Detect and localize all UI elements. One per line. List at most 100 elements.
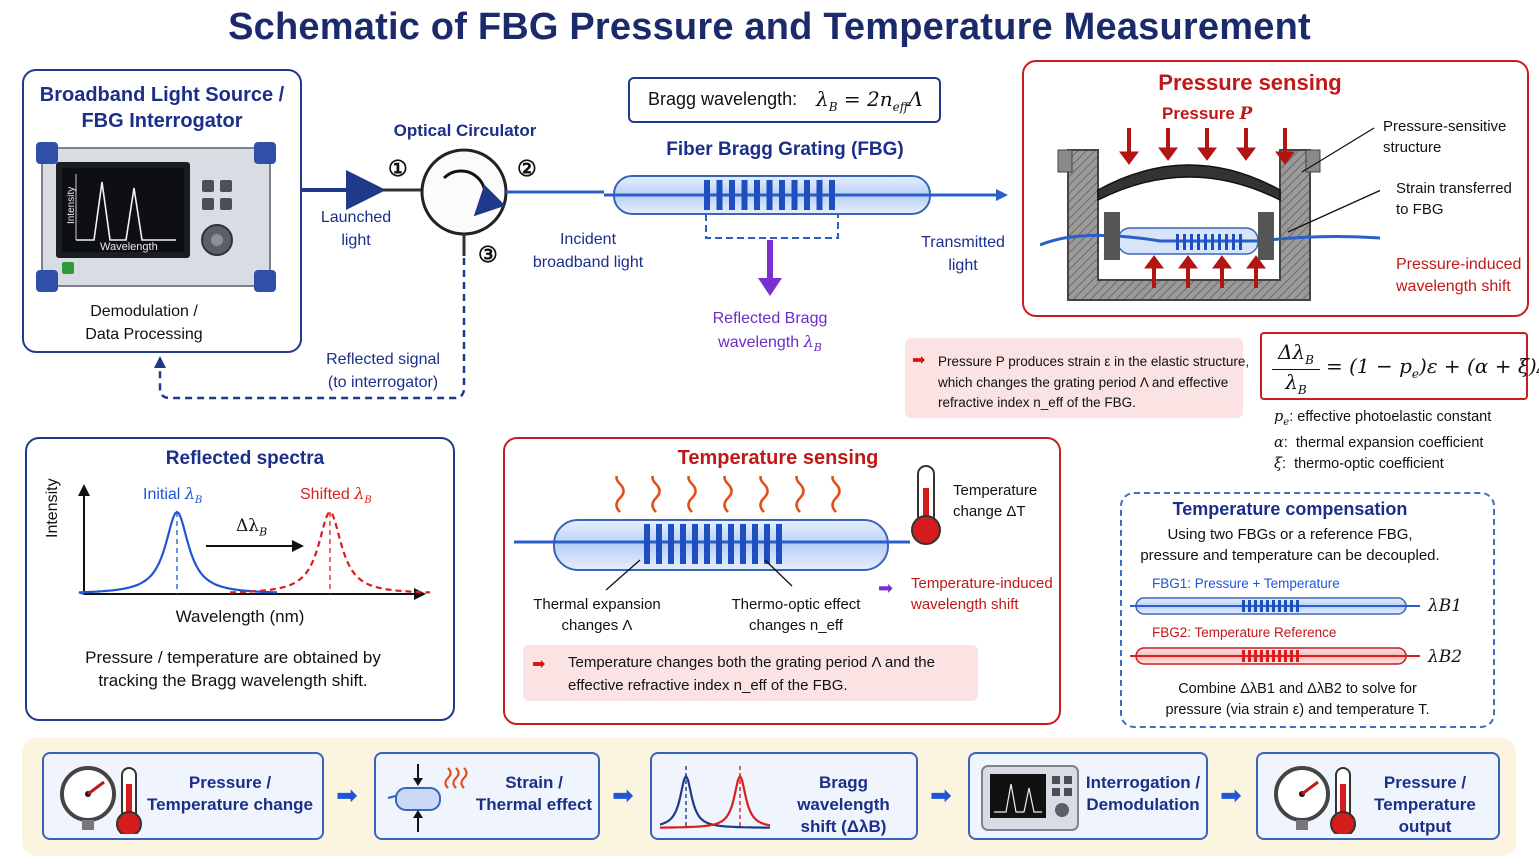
screen-axis-y: Intensity <box>66 187 77 224</box>
temp-shift-line2: wavelength shift <box>911 596 1019 613</box>
incident-line2: broadband light <box>532 254 644 271</box>
light-source-caption-line2: Data Processing <box>85 326 203 343</box>
light-source-title-line1: Broadband Light Source / <box>39 84 285 106</box>
pressure-structure-callout: Pressure-sensitive structure <box>1383 116 1506 158</box>
reflected-bragg-symbol: λB <box>803 332 822 355</box>
compensation-desc-line2: pressure and temperature can be decouple… <box>1140 547 1440 564</box>
temperature-note-arrow-icon: ➡ <box>532 656 546 673</box>
spectra-initial-label: Initial λB <box>143 484 203 507</box>
transmitted-light-arrow <box>996 189 1008 201</box>
reflected-signal-line1: Reflected signal <box>326 351 440 368</box>
flow-step-line1: Pressure / <box>1383 773 1467 792</box>
temperature-note-text: Temperature changes both the grating per… <box>568 651 935 697</box>
flow-step-line2: Thermal effect <box>475 795 593 814</box>
port-3-label: ③ <box>478 242 498 267</box>
fiber-strain-icon <box>384 758 474 839</box>
pressure-shift-callout: Pressure-induced wavelength shift <box>1396 254 1521 298</box>
bragg-formula-label: Bragg wavelength: <box>648 89 798 109</box>
callout1-line2: structure <box>1383 139 1442 156</box>
flow-step-line1: Bragg wavelength <box>797 773 890 814</box>
bragg-formula-box <box>628 77 941 123</box>
temperature-note <box>523 645 978 701</box>
flow-step-2 <box>374 752 600 840</box>
thermometer-icon <box>911 465 941 545</box>
light-source-panel <box>22 69 302 353</box>
flow-step-3 <box>650 752 918 840</box>
combine-line1: Combine ΔλB1 and ΔλB2 to solve for <box>1178 681 1417 697</box>
temp-change-line2: change ΔT <box>953 503 1026 520</box>
launched-light-label: Launched light <box>316 206 396 252</box>
temp-change-line1: Temperature <box>953 482 1038 499</box>
spectra-title: Reflected spectra <box>165 448 325 469</box>
callout2-line2: to FBG <box>1396 201 1444 218</box>
flow-arrow-icon: ➡ <box>930 780 952 810</box>
equation-definitions: pe: effective photoelastic constant α: t… <box>1274 409 1492 472</box>
flow-step-line2: Temperature output <box>1374 795 1476 836</box>
pressure-sensing-title: Pressure sensing <box>1158 70 1342 95</box>
reflected-spectra-panel <box>25 437 455 721</box>
circulator-body <box>420 148 508 236</box>
fbg1-label: FBG1: Pressure + Temperature <box>1152 576 1340 591</box>
temperature-compensation-panel <box>1120 492 1495 728</box>
optic-line2: changes n_eff <box>749 617 843 634</box>
circulator-title: Optical Circulator <box>393 121 537 140</box>
reflected-bragg-line1: Reflected Bragg <box>712 310 828 327</box>
page-title: Schematic of FBG Pressure and Temperatur… <box>228 6 1311 48</box>
spectrum-shift-icon <box>659 758 775 839</box>
screen-axis-x: Wavelength <box>100 241 158 253</box>
fbg-grating-lines <box>704 180 835 210</box>
flow-step-label: Interrogation /Demodulation <box>1084 772 1202 816</box>
launched-line2: light <box>341 232 371 249</box>
reflected-bragg-label: Reflected Bragg wavelength λB <box>700 307 840 359</box>
def-thermal-expansion: thermal expansion coefficient <box>1295 435 1484 452</box>
equation-box <box>1260 332 1528 400</box>
interrogator-icon <box>978 758 1084 839</box>
flow-step-line2: Temperature change <box>147 795 313 814</box>
reflected-bragg-line2: wavelength <box>718 334 800 351</box>
fbg2-label: FBG2: Temperature Reference <box>1152 625 1337 640</box>
callout3-line1: Pressure-induced <box>1396 256 1522 273</box>
flow-step-line1: Strain / <box>505 773 563 792</box>
thermal-line2: changes Λ <box>561 617 633 634</box>
shifted-peak <box>230 510 430 594</box>
pressure-note-arrow-icon: ➡ <box>912 352 926 369</box>
light-source-title-line2: FBG Interrogator <box>81 110 243 132</box>
gauge-thermometer-icon <box>1266 758 1356 839</box>
thermo-optic-label: Thermo-optic effect changes n_eff <box>726 594 866 636</box>
spectra-caption-line2: tracking the Bragg wavelength shift. <box>98 671 368 690</box>
initial-text: Initial <box>143 486 181 503</box>
temp-note-line2: effective refractive index n_eff of the … <box>568 677 848 694</box>
interrogator-device-icon: Wavelength Intensity <box>36 142 276 292</box>
light-source-caption-line1: Demodulation / <box>90 303 198 320</box>
flow-step-label: Strain / Thermal effect <box>474 772 594 816</box>
temperature-sensing-title: Temperature sensing <box>677 447 879 469</box>
temperature-change-label: Temperature change ΔT <box>953 480 1037 522</box>
transmitted-line2: light <box>948 257 978 274</box>
flow-step-label: Pressure / Temperature output <box>1356 772 1494 838</box>
def-thermo-optic: thermo-optic coefficient <box>1294 455 1444 472</box>
temperature-fiber-icon <box>514 476 910 591</box>
temp-note-line1: Temperature changes both the grating per… <box>568 654 935 671</box>
gauge-thermometer-icon <box>52 758 142 839</box>
transmitted-light-label: Transmitted light <box>910 231 1016 277</box>
flow-arrow-icon: ➡ <box>612 780 634 810</box>
light-source-title: Broadband Light Source / FBG Interrogato… <box>22 82 302 134</box>
compensation-description: Using two FBGs or a reference FBG, press… <box>1120 524 1460 566</box>
flow-arrow-icon: ➡ <box>1220 780 1242 810</box>
pressure-note-line3: refractive index n_eff of the FBG. <box>938 395 1136 410</box>
spectra-delta-label: ΔλB <box>236 516 268 539</box>
compensation-desc-line1: Using two FBGs or a reference FBG, <box>1167 526 1413 543</box>
flow-step-label: Pressure /Temperature change <box>142 772 318 816</box>
incident-light-label: Incident broadband light <box>528 228 648 274</box>
combine-line2: pressure (via strain ε) and temperature … <box>1165 702 1430 718</box>
delta-text: Δλ <box>236 516 260 536</box>
flow-arrow-icon: ➡ <box>336 780 358 810</box>
transmitted-line1: Transmitted <box>921 234 1005 251</box>
optic-line1: Thermo-optic effect <box>731 596 861 613</box>
thermal-line1: Thermal expansion <box>533 596 661 613</box>
pressure-note <box>905 338 1243 418</box>
temperature-sensing-panel <box>503 437 1061 725</box>
temperature-shift-label: Temperature-induced wavelength shift <box>911 573 1053 615</box>
reflected-signal-line2: (to interrogator) <box>327 374 439 391</box>
